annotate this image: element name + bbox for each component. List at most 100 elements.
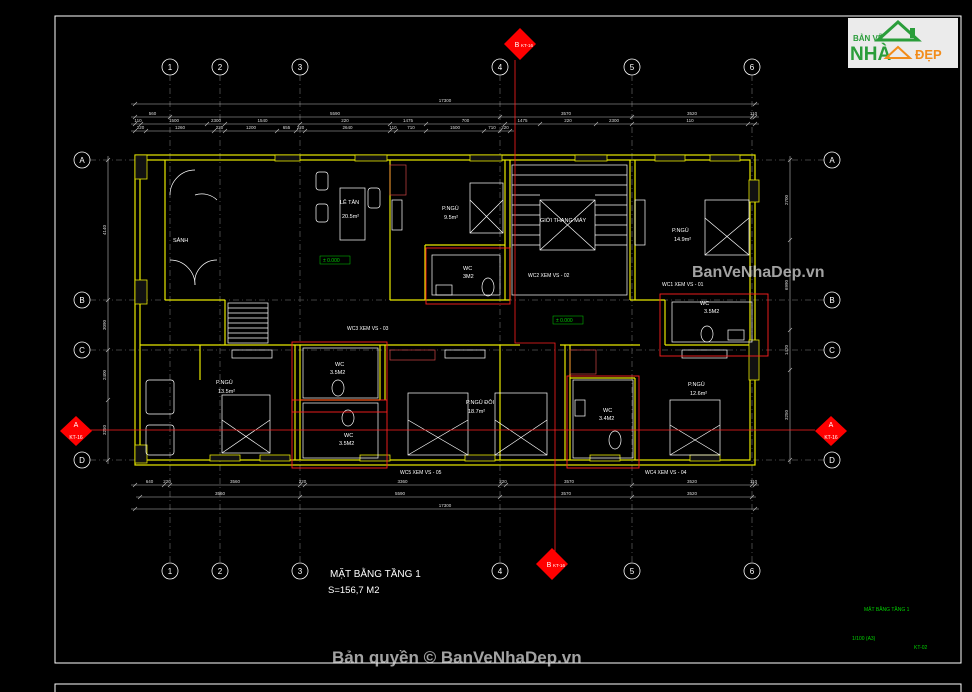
grid-bubble-label: 1 [168, 567, 173, 576]
section-mark-top-letter: B [515, 42, 520, 49]
dim-bottom-1-tick [497, 482, 503, 488]
grid-bubble [161, 58, 179, 76]
window [259, 454, 291, 462]
dim-top-2-label: 3520 [687, 111, 698, 116]
dim-left-tick [105, 297, 111, 303]
grid-bubble [823, 151, 841, 169]
grid-bubble-label: 4 [498, 567, 503, 576]
dim-right-tick [787, 457, 793, 463]
dim-top-4-tick [481, 128, 487, 134]
dim-top-3-tick [502, 121, 508, 127]
callout-wc1: WC1 XEM VS - 01 [662, 282, 704, 288]
dim-top-3-tick [423, 121, 429, 127]
callout-wc5: WC5 XEM VS - 05 [400, 470, 442, 476]
dim-bottom-1-label: 220 [163, 479, 171, 484]
section-mark-right-letter: A [829, 422, 834, 429]
dim-top-4-tick [423, 128, 429, 134]
room-label: P.NGỦ [216, 379, 233, 386]
dim-top-2-tick [132, 114, 138, 120]
room-area: 3.5M2 [704, 309, 719, 315]
section-mark-top: B KT-16 [504, 28, 536, 60]
dim-bottom-1-tick [297, 482, 303, 488]
window [748, 179, 760, 203]
dim-top-4-tick [143, 128, 149, 134]
dim-top-3-label: 1475 [517, 118, 528, 123]
grid-bubble-label: 2 [218, 63, 223, 72]
window [274, 154, 301, 162]
room-area: 3.5M2 [339, 441, 354, 447]
room-label: SẢNH [173, 237, 188, 244]
brand-logo: BẢN VẼ NHÀ ĐẸP [848, 18, 958, 68]
dim-bottom-1-label: 3360 [397, 479, 408, 484]
dim-bottom-2-label: 3570 [561, 491, 572, 496]
dim-bottom-2-tick [497, 494, 503, 500]
room-label: WC [700, 301, 709, 307]
dim-top-3-label: 110 [686, 118, 694, 123]
section-mark-left-letter: A [74, 422, 79, 429]
dim-top-4-tick [211, 128, 217, 134]
grid-bubble [743, 562, 761, 580]
dim-bottom-1-label: 640 [146, 479, 154, 484]
dim-bottom-1-label: 220 [299, 479, 307, 484]
room-area: 18.7m² [468, 409, 485, 415]
dim-top-4-tick [393, 128, 399, 134]
dim-top-4-tick [222, 128, 228, 134]
watermark-right: BanVeNhaDep.vn [692, 264, 824, 281]
dim-right-tick [787, 327, 793, 333]
window [464, 454, 496, 462]
dim-bottom-total-tick [132, 506, 138, 512]
grid-lines [90, 75, 825, 563]
dim-right-label: 6990 [784, 279, 789, 290]
dim-left-tick [105, 457, 111, 463]
dim-top-2-tick [749, 114, 755, 120]
room-label: GIỚI THANG MÁY [540, 217, 587, 224]
grid-bubble-label: B [79, 296, 84, 305]
dim-top-2-tick [497, 114, 503, 120]
dim-top-4-tick [387, 128, 393, 134]
titleblock-sheet: KT-02 [914, 645, 928, 651]
dim-top-total-tick [752, 101, 758, 107]
room-label: WC [335, 362, 344, 368]
dim-top-2-tick [629, 114, 635, 120]
dim-top-3-label: 700 [462, 118, 470, 123]
window [354, 154, 388, 162]
room-label: P.NGỦ ĐÔI [466, 399, 494, 406]
dim-top-3-tick [537, 121, 543, 127]
dim-top-4-tick [497, 128, 503, 134]
grid-bubble [823, 451, 841, 469]
dim-top-3-tick [629, 121, 635, 127]
window [709, 154, 741, 162]
room-area: 3.5M2 [330, 370, 345, 376]
level-tags: ± 0.000 ± 0.000 [319, 255, 584, 325]
window [209, 454, 241, 462]
grid-bubble-label: A [829, 156, 835, 165]
dim-bottom-total-label: 17300 [439, 503, 452, 508]
grid-bubble-label: D [829, 456, 835, 465]
dim-left-label: 3090 [102, 319, 107, 330]
dim-top-4-label: 220 [216, 125, 224, 130]
grid-bubble-label: 5 [630, 63, 635, 72]
grid-bubble-label: 6 [750, 567, 755, 576]
window [574, 154, 608, 162]
dim-top-4-label: 1200 [246, 125, 257, 130]
section-cut-lines [88, 60, 815, 556]
dim-bottom-1-label: 3520 [687, 479, 698, 484]
dim-top-3-tick [222, 121, 228, 127]
dim-bottom-2-label: 5590 [395, 491, 406, 496]
section-mark-left: A KT-16 [60, 416, 92, 446]
room-label: P.NGỦ [442, 205, 459, 212]
grid-bubble-label: D [79, 456, 85, 465]
window [134, 154, 148, 180]
grid-bubble [823, 341, 841, 359]
dim-top-4-tick [274, 128, 280, 134]
drawing-area: S=156,7 M2 [328, 585, 380, 596]
dim-top-2-label: 5590 [330, 111, 341, 116]
grid-bubble-label: 4 [498, 63, 503, 72]
dim-bottom-1-label: 110 [750, 479, 758, 484]
dim-right-label: 3250 [784, 409, 789, 420]
section-mark-bottom: B KT-16 [536, 548, 568, 580]
grid-bubble [161, 562, 179, 580]
room-area: 13.5m² [218, 389, 235, 395]
dim-top-2-label: 3570 [561, 111, 572, 116]
